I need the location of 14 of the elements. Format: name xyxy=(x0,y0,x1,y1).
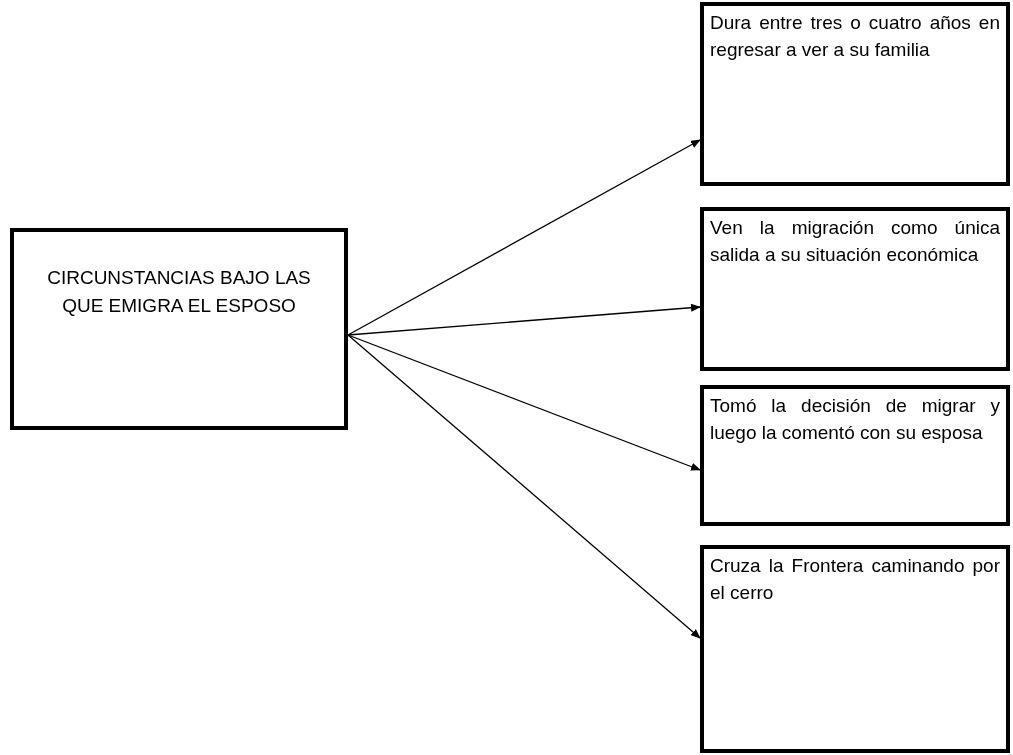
box-text: Cruza la Frontera caminando por el cerro xyxy=(710,554,1000,605)
text-box xyxy=(10,228,348,430)
arrow xyxy=(347,334,701,639)
box-text: Tomó la decisión de migrar y luego la comentó con su esposa xyxy=(710,394,1000,445)
box-text: Ven la migración como única salida a su situación económica xyxy=(710,216,1000,267)
text-box xyxy=(700,545,1010,753)
box-text: CIRCUNSTANCIAS BAJO LAS QUE EMIGRA EL ESPOSO xyxy=(46,266,312,318)
arrow xyxy=(347,303,701,336)
arrow xyxy=(347,139,701,336)
box-text: Dura entre tres o cuatro años en regresar a ver a su familia xyxy=(710,11,1000,62)
text-box xyxy=(700,385,1010,526)
arrow xyxy=(347,334,701,471)
text-box xyxy=(700,2,1010,186)
text-box xyxy=(700,207,1010,371)
